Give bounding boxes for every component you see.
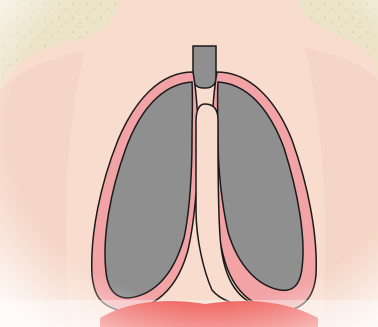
bottom-fade [0, 300, 378, 327]
